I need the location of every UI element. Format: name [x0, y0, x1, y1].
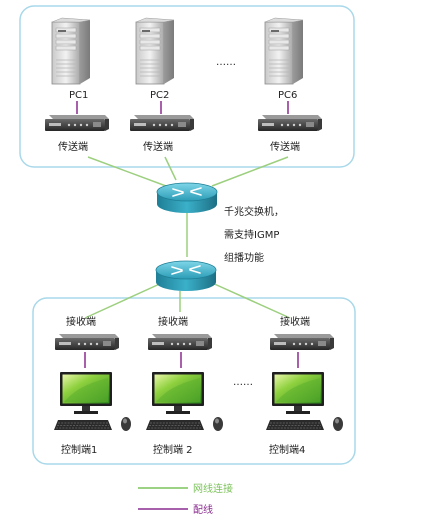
sender-boxes: [45, 115, 322, 131]
network-links: [84, 156, 291, 319]
receiver-box-icon-1: [55, 334, 119, 350]
pc-tower-icon-6: [264, 17, 304, 85]
workstation-icon-1: [54, 372, 131, 431]
bottom-ellipsis: ……: [233, 377, 253, 388]
workstations: [54, 372, 343, 431]
control-label-3: 控制端4: [269, 443, 305, 456]
sender-box-icon-1: [45, 115, 109, 131]
sender-label-3: 传送端: [270, 140, 300, 153]
switch-icon-bottom: [155, 260, 217, 291]
workstation-icon-2: [146, 372, 223, 431]
pc6-label: PC6: [278, 90, 297, 101]
switch-note-line2: 需支持IGMP: [224, 228, 279, 241]
control-label-2: 控制端 2: [153, 443, 193, 456]
sender-label-2: 传送端: [143, 140, 173, 153]
receiver-boxes: [55, 334, 334, 350]
sender-label-1: 传送端: [58, 140, 88, 153]
pc-tower-icon-1: [51, 17, 91, 85]
top-ellipsis: ……: [216, 57, 236, 68]
pc1-label: PC1: [69, 90, 88, 101]
sender-box-icon-3: [258, 115, 322, 131]
cable-links: [76, 101, 299, 368]
control-label-1: 控制端1: [61, 443, 97, 456]
receiver-label-2: 接收端: [158, 315, 188, 328]
receiver-label-1: 接收端: [66, 315, 96, 328]
pc-towers: [51, 17, 304, 85]
pc-tower-icon-2: [135, 17, 175, 85]
workstation-icon-4: [266, 372, 343, 431]
legend-network-label: 网线连接: [193, 482, 233, 495]
switch-note-line3: 组播功能: [224, 251, 264, 264]
legend-cable-label: 配线: [193, 503, 213, 516]
switch-icon-top: [156, 182, 218, 213]
switch-note-line1: 千兆交换机，: [224, 205, 284, 218]
pc2-label: PC2: [150, 90, 169, 101]
receiver-box-icon-2: [148, 334, 212, 350]
receiver-box-icon-3: [270, 334, 334, 350]
receiver-label-3: 接收端: [280, 315, 310, 328]
sender-box-icon-2: [130, 115, 194, 131]
